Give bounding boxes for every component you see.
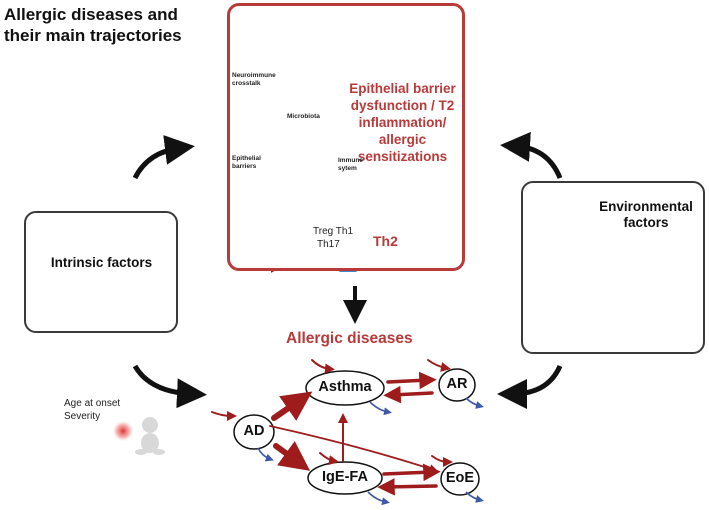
allergic-diseases-title: Allergic diseases <box>286 330 413 347</box>
arrow-igefa-eoe <box>382 463 441 482</box>
arrow-left-up <box>132 134 195 180</box>
ad-node: AD <box>243 423 265 439</box>
baby-icon <box>135 417 165 455</box>
severity-label: Severity <box>64 411 101 422</box>
arrow-right-up <box>500 131 563 180</box>
intrinsic-factors-box <box>24 211 178 333</box>
th17-label: Th17 <box>317 239 340 250</box>
age-at-onset-label: Age at onset <box>64 398 121 409</box>
ar-node: AR <box>446 376 468 392</box>
page-title: Allergic diseases and their main traject… <box>4 5 182 45</box>
ad-ellipse <box>233 414 275 450</box>
epithelial-label: Epithelial barriers <box>232 155 261 170</box>
neuroimmune-label: Neuroimmune crosstalk <box>232 72 276 87</box>
microbiota-label: Microbiota <box>287 113 320 120</box>
eoe-node: EoE <box>445 470 475 486</box>
arrow-ad-eoe <box>269 425 439 473</box>
arrow-asthma-ar <box>386 371 437 390</box>
eoe-ellipse <box>440 462 480 496</box>
treg-th1-label: Treg Th1 <box>313 226 354 237</box>
mechanisms-heading: Epithelial barrier dysfunction / T2 infl… <box>349 81 456 164</box>
igefa-ellipse <box>307 461 383 495</box>
asthma-node: Asthma <box>318 379 372 395</box>
th2-label: Th2 <box>373 233 398 249</box>
igefa-node: IgE-FA <box>322 469 368 485</box>
arrow-ad-asthma <box>271 391 313 421</box>
severity-glow-icon <box>112 420 134 442</box>
environmental-factors-box <box>521 181 705 354</box>
mechanisms-box <box>227 3 465 271</box>
ar-ellipse <box>438 368 476 402</box>
arrow-eoe-igefa <box>377 478 438 496</box>
environmental-factors-label: Environmental factors <box>599 199 693 230</box>
arrow-left-down <box>132 364 207 409</box>
immune-label: Immune sytem <box>338 157 363 172</box>
arrow-ad-igefa <box>273 441 311 471</box>
intrinsic-factors-label: Intrinsic factors <box>50 255 153 270</box>
arrow-ar-asthma <box>383 385 434 404</box>
arrow-right-down <box>497 364 563 409</box>
